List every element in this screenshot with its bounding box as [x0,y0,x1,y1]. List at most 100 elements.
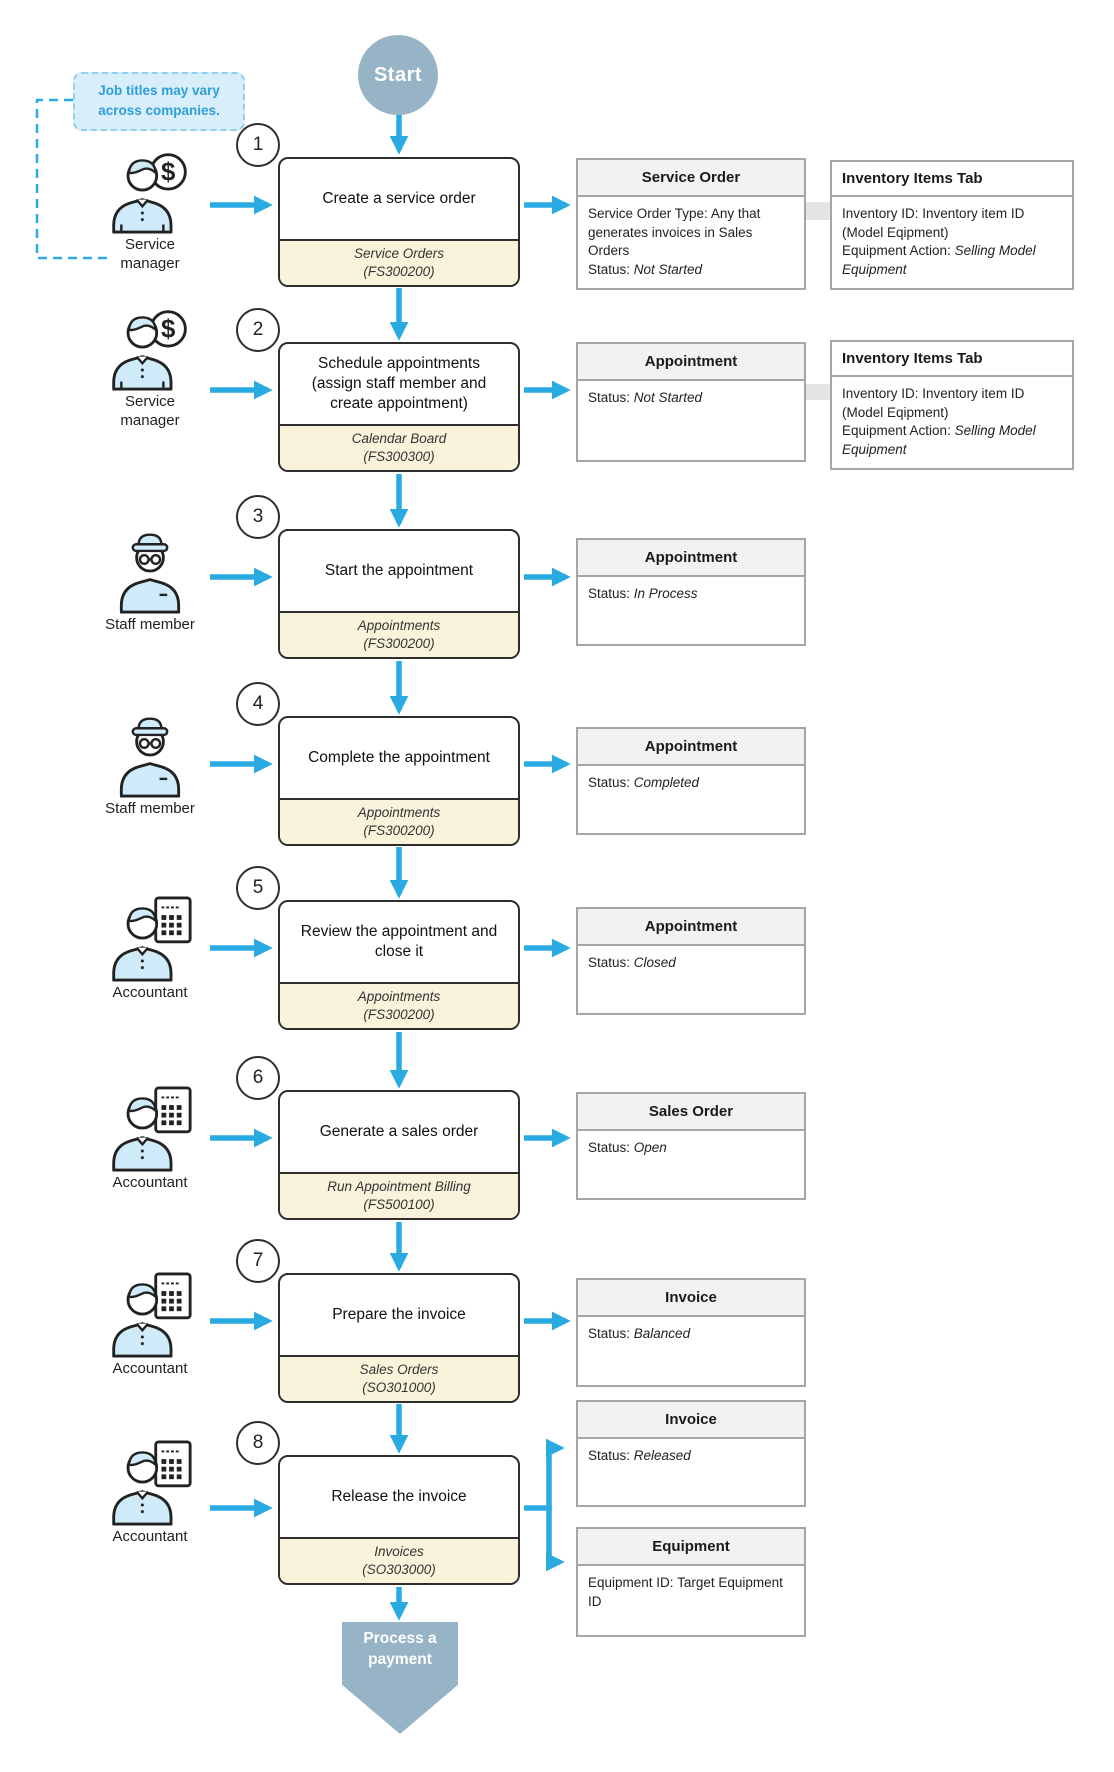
task-label: Create a service order [280,159,518,241]
step-number: 4 [252,693,264,714]
persona-label: Accountant [112,1528,188,1545]
screen-reference: Run Appointment Billing (FS500100) [280,1174,518,1219]
screen-name: Appointments [357,805,441,820]
task-label: Prepare the invoice [280,1275,518,1357]
record-card-appointment: Appointment Status: Not Started [576,342,806,462]
persona-service-manager: Service manager [80,148,220,274]
step-number-badge: 2 [236,308,280,352]
task-box-start-appointment: Start the appointment Appointments (FS30… [278,529,520,660]
end-node-process-payment: Process a payment [342,1622,458,1734]
step-number-badge: 5 [236,866,280,910]
step-number-badge: 1 [236,123,280,167]
step-number: 5 [252,877,264,898]
card-body: Status: Open [578,1131,804,1166]
screen-reference: Calendar Board (FS300300) [280,426,518,471]
card-title: Appointment [578,909,804,946]
job-titles-note: Job titles may vary across companies. [73,72,245,131]
record-card-service-order: Service Order Service Order Type: Any th… [576,158,806,290]
task-label: Schedule appointments (assign staff memb… [280,344,518,426]
record-card-invoice: Invoice Status: Balanced [576,1278,806,1387]
persona-label: Accountant [112,984,188,1001]
screen-reference: Invoices (SO303000) [280,1539,518,1584]
card-body: Status: Closed [578,946,804,981]
card-line: Equipment Action: Selling Model Equipmen… [842,423,1036,457]
card-line: Inventory ID: Inventory item ID (Model E… [842,386,1025,420]
screen-reference: Appointments (FS300200) [280,984,518,1029]
step-number-badge: 4 [236,682,280,726]
card-title: Appointment [578,729,804,766]
task-label: Complete the appointment [280,718,518,800]
persona-label: Accountant [112,1360,188,1377]
card-title: Inventory Items Tab [832,342,1072,377]
card-title: Invoice [578,1402,804,1439]
step-number: 8 [252,1432,264,1453]
persona-staff-member: Staff member [80,528,220,635]
card-line: Status: In Process [588,586,698,601]
record-card-appointment: Appointment Status: Closed [576,907,806,1015]
card-body: Service Order Type: Any that generates i… [578,197,804,288]
card-body: Equipment ID: Target Equipment ID [578,1566,804,1619]
record-card-sales-order: Sales Order Status: Open [576,1092,806,1200]
task-label: Release the invoice [280,1457,518,1539]
card-title: Service Order [578,160,804,197]
persona-label: Staff member [105,800,195,817]
card-body: Status: Completed [578,766,804,801]
step-number-badge: 3 [236,495,280,539]
record-card-equipment: Equipment Equipment ID: Target Equipment… [576,1527,806,1637]
record-card-appointment: Appointment Status: Completed [576,727,806,835]
card-title: Inventory Items Tab [832,162,1072,197]
card-link-connector [804,384,832,400]
step-number: 6 [252,1067,264,1088]
screen-id: (SO301000) [362,1379,436,1395]
task-box-review-close-appointment: Review the appointment and close it Appo… [278,900,520,1031]
step-number: 2 [252,319,264,340]
card-line: Equipment Action: Selling Model Equipmen… [842,243,1036,277]
card-line: Status: Open [588,1140,667,1155]
start-node: Start [358,35,438,115]
persona-label: Accountant [112,1174,188,1191]
task-box-complete-appointment: Complete the appointment Appointments (F… [278,716,520,847]
screen-id: (FS300300) [363,448,435,464]
staff-member-icon [100,712,200,798]
persona-label: Staff member [105,616,195,633]
task-box-prepare-invoice: Prepare the invoice Sales Orders (SO3010… [278,1273,520,1404]
record-card-invoice: Invoice Status: Released [576,1400,806,1507]
screen-reference: Service Orders (FS300200) [280,241,518,286]
task-box-generate-sales-order: Generate a sales order Run Appointment B… [278,1090,520,1221]
inventory-items-card: Inventory Items Tab Inventory ID: Invent… [830,160,1074,290]
persona-accountant: Accountant [80,896,220,1003]
inventory-items-card: Inventory Items Tab Inventory ID: Invent… [830,340,1074,470]
screen-id: (FS300200) [363,822,435,838]
card-link-connector [804,202,832,220]
service-manager-icon [100,148,200,234]
accountant-icon [100,896,200,982]
staff-member-icon [100,528,200,614]
card-body: Status: Balanced [578,1317,804,1352]
card-body: Inventory ID: Inventory item ID (Model E… [832,197,1072,288]
card-line: Status: Balanced [588,1326,691,1341]
persona-service-manager: Service manager [80,305,220,431]
step-number-badge: 8 [236,1421,280,1465]
card-body: Status: In Process [578,577,804,612]
screen-name: Sales Orders [359,1362,439,1377]
persona-label: Service manager [120,393,180,429]
persona-staff-member: Staff member [80,712,220,819]
card-body: Status: Released [578,1439,804,1474]
card-line: Equipment ID: Target Equipment ID [588,1575,783,1609]
step-number: 7 [252,1250,264,1271]
screen-id: (FS300200) [363,1006,435,1022]
screen-id: (FS300200) [363,263,435,279]
card-title: Appointment [578,344,804,381]
step-number: 3 [252,506,264,527]
task-box-schedule-appointments: Schedule appointments (assign staff memb… [278,342,520,473]
card-line: Service Order Type: Any that generates i… [588,206,761,259]
task-box-create-service-order: Create a service order Service Orders (F… [278,157,520,288]
accountant-icon [100,1440,200,1526]
screen-reference: Appointments (FS300200) [280,613,518,658]
screen-id: (FS300200) [363,635,435,651]
screen-id: (FS500100) [363,1196,435,1212]
screen-id: (SO303000) [362,1561,436,1577]
card-title: Invoice [578,1280,804,1317]
screen-reference: Appointments (FS300200) [280,800,518,845]
